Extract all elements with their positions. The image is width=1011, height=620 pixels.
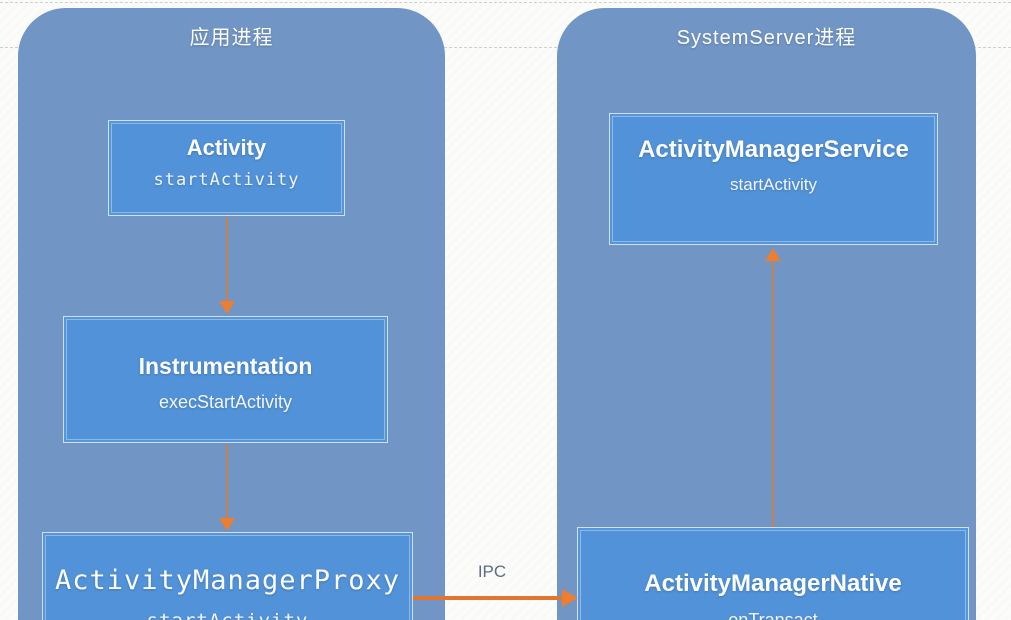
node-activity: Activity startActivity: [108, 120, 345, 216]
node-activity-manager-proxy: ActivityManagerProxy startActivity: [42, 532, 413, 620]
process-app-title: 应用进程: [189, 27, 274, 49]
process-systemserver-title: SystemServer进程: [676, 27, 857, 49]
node-instrumentation-method: execStartActivity: [158, 392, 293, 412]
arrow-native-to-service-head-icon: [765, 248, 781, 261]
arrow-instrumentation-to-proxy-head-icon: [219, 518, 235, 531]
ipc-edge-label: IPC: [477, 562, 507, 581]
arrow-activity-to-instrumentation-head-icon: [219, 301, 235, 314]
node-activity-title: Activity: [186, 135, 267, 160]
arrow-proxy-to-native-head-icon: [562, 589, 578, 607]
arrow-instrumentation-to-proxy-line: [226, 444, 228, 519]
node-instrumentation-title: Instrumentation: [138, 353, 313, 379]
background-rule-line: [0, 47, 1011, 48]
arrow-activity-to-instrumentation-line: [226, 217, 228, 303]
process-container-systemserver: SystemServer进程 ActivityManagerService st…: [557, 8, 976, 620]
node-activity-manager-service-title: ActivityManagerService: [638, 136, 909, 163]
node-activity-method: startActivity: [153, 170, 300, 190]
node-activity-manager-service: ActivityManagerService startActivity: [609, 113, 938, 245]
node-activity-manager-native-method: onTransact: [728, 610, 818, 620]
node-activity-manager-service-method: startActivity: [730, 175, 817, 194]
node-activity-manager-proxy-title: ActivityManagerProxy: [54, 565, 401, 596]
background-rule-line-top: [0, 2, 1011, 3]
node-instrumentation: Instrumentation execStartActivity: [63, 316, 388, 443]
arrow-proxy-to-native-line: [413, 596, 564, 600]
node-activity-manager-native: ActivityManagerNative onTransact: [577, 527, 969, 620]
node-activity-manager-native-title: ActivityManagerNative: [644, 570, 902, 597]
arrow-native-to-service-line: [772, 261, 774, 527]
node-activity-manager-proxy-method: startActivity: [147, 610, 309, 620]
